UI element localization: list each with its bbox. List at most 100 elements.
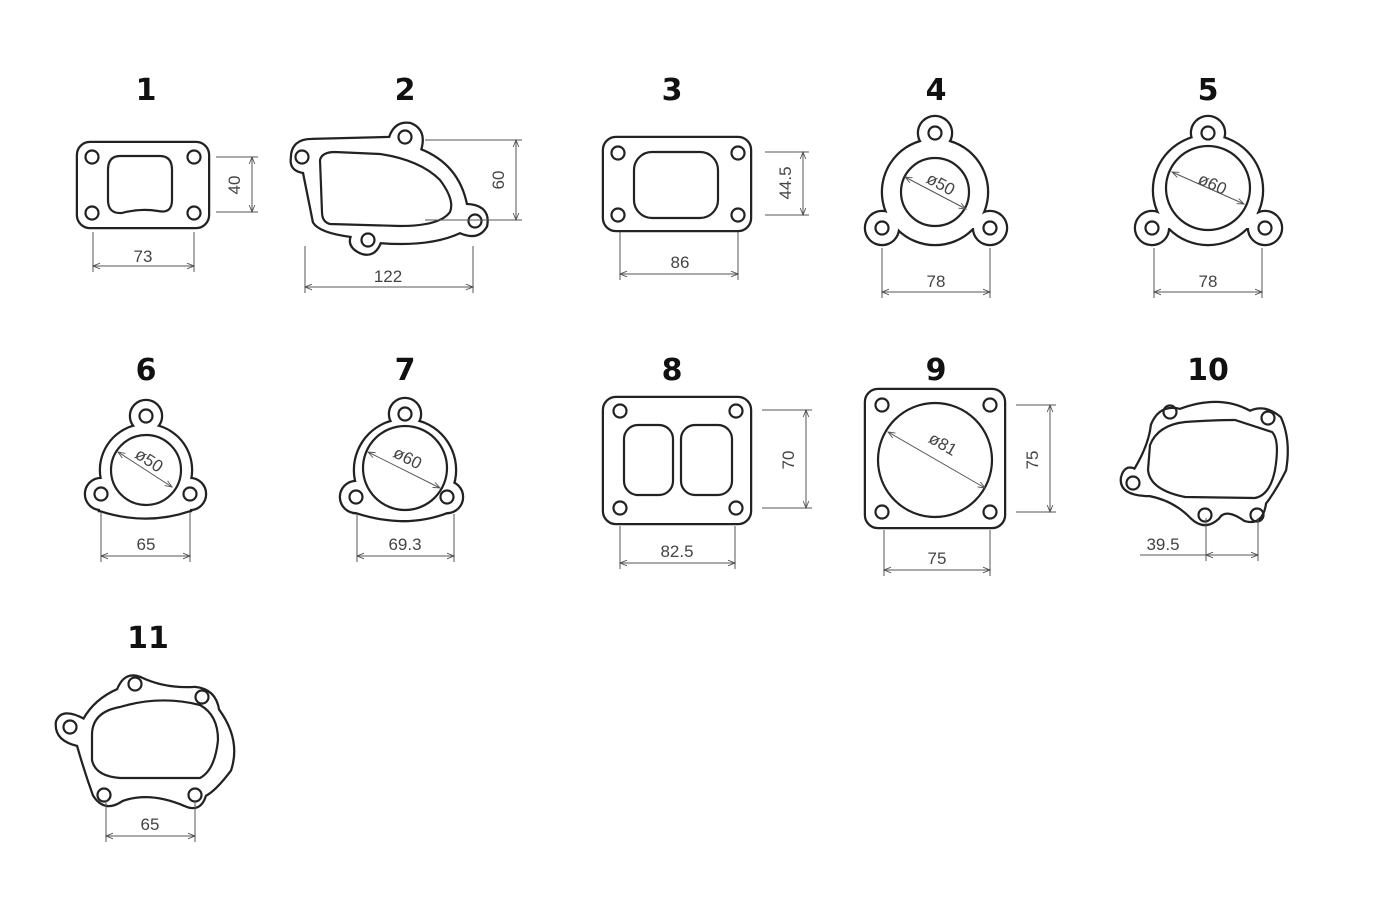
dimension: 60 <box>425 140 522 220</box>
gasket-3: 3 86 44.5 <box>601 73 809 280</box>
dimension-label: 75 <box>1023 451 1042 470</box>
dimension-label: 82.5 <box>660 542 693 561</box>
gasket-outline <box>54 674 236 810</box>
dimension: 86 <box>620 232 738 280</box>
bolt-hole <box>728 500 744 516</box>
dimension: 39.5 <box>1140 518 1258 561</box>
dimension: 44.5 <box>765 152 809 215</box>
dimension: 75 <box>884 530 990 576</box>
bolt-hole <box>1249 507 1265 523</box>
bolt-hole <box>982 220 998 236</box>
gasket-outline <box>601 135 753 233</box>
gasket-number: 11 <box>127 621 169 656</box>
gasket-port <box>361 424 449 512</box>
gasket-port <box>679 423 734 497</box>
bolt-hole <box>127 676 143 692</box>
bolt-hole <box>612 403 628 419</box>
bolt-hole <box>1162 404 1178 420</box>
dimension-label: 78 <box>927 272 946 291</box>
gasket-number: 4 <box>926 73 947 108</box>
dimension-label: 73 <box>134 247 153 266</box>
bolt-hole <box>397 129 413 145</box>
bolt-hole <box>186 149 202 165</box>
dimension: 70 <box>762 410 812 508</box>
dimension: 40 <box>216 157 258 212</box>
bolt-hole <box>439 489 455 505</box>
bolt-hole <box>1125 475 1141 491</box>
gasket-port <box>1146 418 1279 500</box>
bolt-hole <box>1257 220 1273 236</box>
dimension-label: 39.5 <box>1146 535 1179 554</box>
dimension: 82.5 <box>620 526 735 569</box>
gasket-outline <box>1119 400 1289 527</box>
dimension-label: 75 <box>928 549 947 568</box>
bolt-hole <box>1200 125 1216 141</box>
dimension: 65 <box>106 800 195 842</box>
gasket-number: 8 <box>662 353 683 388</box>
bolt-hole <box>397 406 413 422</box>
gasket-port <box>318 150 453 228</box>
gasket-port <box>90 699 220 780</box>
bolt-hole <box>294 149 310 165</box>
dimension: 122 <box>305 246 473 293</box>
bolt-hole <box>730 145 746 161</box>
bolt-hole <box>874 504 890 520</box>
bolt-hole <box>194 689 210 705</box>
dimension-label: 122 <box>374 267 402 286</box>
bolt-hole <box>730 207 746 223</box>
gasket-11: 11 65 <box>54 621 236 842</box>
gasket-8: 8 82.5 70 <box>601 353 812 569</box>
bolt-hole <box>1144 220 1160 236</box>
bolt-hole <box>610 145 626 161</box>
dimension-label: 60 <box>489 171 508 190</box>
bolt-hole <box>96 787 112 803</box>
bolt-hole <box>84 205 100 221</box>
bolt-hole <box>927 125 943 141</box>
gasket-number: 6 <box>136 353 157 388</box>
dimension-label: 65 <box>141 815 160 834</box>
gasket-port <box>106 154 174 215</box>
dimension: 69.3 <box>357 514 454 562</box>
gasket-port <box>632 150 720 220</box>
dimension: 78 <box>882 248 990 298</box>
dimension-label: 78 <box>1199 272 1218 291</box>
dimension-label: 70 <box>779 451 798 470</box>
gasket-port <box>899 156 971 228</box>
gasket-number: 3 <box>662 73 683 108</box>
dimension-label: 44.5 <box>776 166 795 199</box>
gasket-port <box>622 423 675 497</box>
bolt-hole <box>186 205 202 221</box>
gasket-outline <box>601 395 753 526</box>
bolt-hole <box>1197 507 1213 523</box>
gasket-number: 10 <box>1187 353 1229 388</box>
dimension: 73 <box>93 232 194 272</box>
bolt-hole <box>348 489 364 505</box>
gasket-number: 7 <box>395 353 416 388</box>
gasket-port <box>1164 144 1252 232</box>
dimension: 78 <box>1154 248 1262 298</box>
bolt-hole <box>612 500 628 516</box>
bolt-hole <box>610 207 626 223</box>
gasket-number: 1 <box>136 73 157 108</box>
bolt-hole <box>467 213 483 229</box>
gasket-number: 9 <box>926 353 947 388</box>
bolt-hole <box>360 232 376 248</box>
bolt-hole <box>138 408 154 424</box>
dimension-label: 86 <box>671 253 690 272</box>
bolt-hole <box>1260 410 1276 426</box>
bolt-hole <box>982 504 998 520</box>
dimension: 65 <box>101 512 190 562</box>
gasket-outline <box>75 140 211 230</box>
dimension-label: 65 <box>137 535 156 554</box>
bolt-hole <box>93 486 109 502</box>
gasket-number: 5 <box>1198 73 1219 108</box>
gasket-port <box>876 401 994 519</box>
bolt-hole <box>62 719 78 735</box>
bolt-hole <box>874 220 890 236</box>
gasket-outline <box>338 396 465 523</box>
